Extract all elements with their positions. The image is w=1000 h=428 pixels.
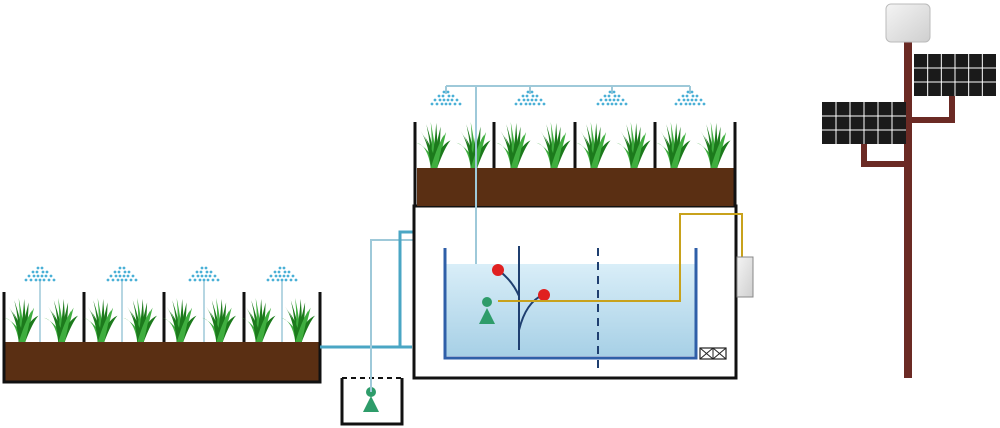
right-bed-plants <box>416 122 731 168</box>
water-spray-icon <box>514 90 546 106</box>
controller-box-icon <box>736 256 754 298</box>
treatment-tank <box>412 204 754 380</box>
plant-icon <box>656 122 691 168</box>
left-planter-bed <box>2 266 322 384</box>
pump-icon <box>479 297 495 324</box>
solar-panel-lower <box>822 102 906 144</box>
solar-pole <box>904 40 912 378</box>
plant-icon <box>201 298 236 342</box>
plant-icon <box>576 122 611 168</box>
water-spray-icon <box>674 90 706 106</box>
plant-icon <box>496 122 531 168</box>
overhead-supply-pipe <box>445 85 691 264</box>
plant-icon <box>4 298 39 342</box>
right-bed-sprinklers <box>430 90 706 106</box>
water-spray-icon <box>106 266 138 282</box>
plant-icon <box>43 298 78 342</box>
water-spray-icon <box>188 266 220 282</box>
tank-liner <box>443 248 698 360</box>
plant-icon <box>162 298 197 342</box>
right-bed-soil <box>417 168 735 206</box>
plant-icon <box>416 122 451 168</box>
tank-water <box>445 264 695 356</box>
left-bed-plants <box>4 298 315 342</box>
plant-icon <box>456 122 491 168</box>
controller-box-icon <box>885 3 931 43</box>
water-spray-icon <box>596 90 628 106</box>
plant-icon <box>280 298 315 342</box>
left-bed-sprinklers <box>24 266 298 282</box>
plant-icon <box>536 122 571 168</box>
float-switch-ball-upper <box>492 264 504 276</box>
plant-icon <box>122 298 157 342</box>
right-planter-bed <box>413 122 737 206</box>
plant-icon <box>241 298 276 342</box>
solar-bracket-right <box>908 96 955 123</box>
float-switch-ball-lower <box>538 289 550 301</box>
left-bed-soil <box>4 342 320 382</box>
water-spray-icon <box>266 266 298 282</box>
sensor-cable <box>498 213 743 302</box>
water-spray-icon <box>24 266 56 282</box>
plant-icon <box>616 122 651 168</box>
sump-pit-walls <box>340 378 404 426</box>
solar-panel-upper <box>914 54 996 96</box>
water-spray-icon <box>430 90 462 106</box>
valve-icon <box>699 347 727 360</box>
plant-icon <box>696 122 731 168</box>
plant-icon <box>83 298 118 342</box>
left-bed-frame <box>2 292 322 384</box>
solar-power-station <box>822 3 996 378</box>
solar-bracket-left <box>861 142 908 167</box>
